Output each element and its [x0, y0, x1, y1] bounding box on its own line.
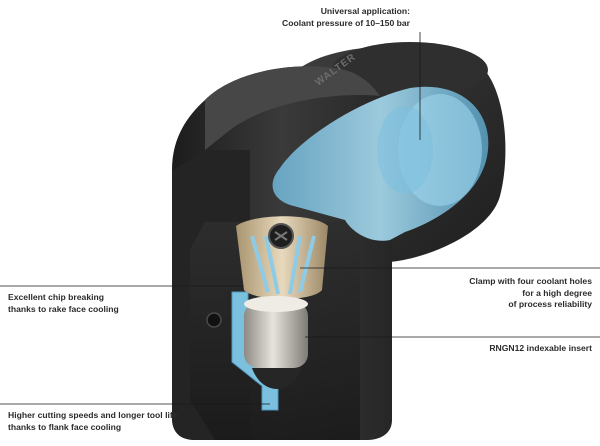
callout-chip-breaking: Excellent chip breaking thanks to rake f…: [8, 292, 119, 315]
callout-line: thanks to flank face cooling: [8, 421, 122, 432]
callout-line: Universal application:: [320, 6, 410, 16]
callout-clamp: Clamp with four coolant holes for a high…: [469, 276, 592, 311]
callout-line: RNGN12 indexable insert: [489, 343, 592, 353]
indexable-insert: [244, 296, 308, 389]
callout-insert: RNGN12 indexable insert: [489, 343, 592, 355]
leader-lines: [0, 32, 600, 405]
callout-line: of process reliability: [508, 299, 592, 309]
coolant-channel-shank: [272, 86, 489, 241]
callout-line: Coolant pressure of 10–150 bar: [282, 17, 410, 28]
callout-flank-cooling: Higher cutting speeds and longer tool li…: [8, 410, 178, 433]
callout-line: Higher cutting speeds and longer tool li…: [8, 410, 178, 420]
callout-line: Excellent chip breaking: [8, 292, 104, 302]
clamp: [236, 216, 328, 299]
callout-line: thanks to rake face cooling: [8, 303, 119, 314]
callout-coolant-pressure: Universal application: Coolant pressure …: [282, 6, 410, 29]
callout-line: Clamp with four coolant holes: [469, 276, 592, 286]
callout-line: for a high degree: [522, 287, 592, 298]
